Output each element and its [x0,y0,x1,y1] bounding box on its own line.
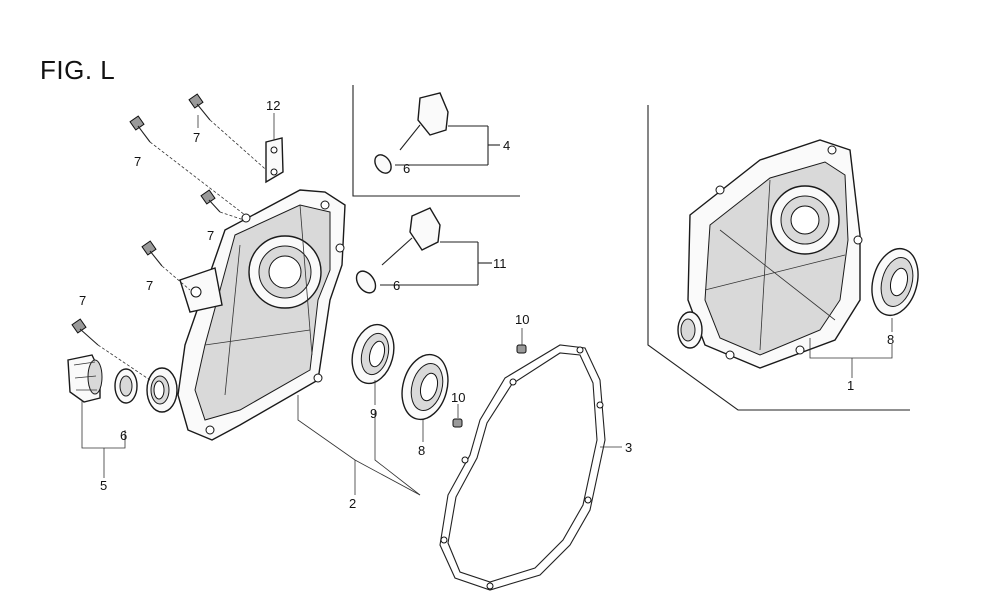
part-4-dipstick [374,92,500,174]
bolt-7-e [71,318,151,381]
callout-3: 3 [625,440,632,455]
callout-6-left: 6 [120,428,127,443]
callout-7-c: 7 [207,228,214,243]
callout-2: 2 [349,496,356,511]
bolt-7-c [200,189,245,221]
part-6-seal-left [114,368,138,404]
part-11-dipstick [355,207,492,294]
cover-collar [146,367,178,413]
leader-lines [81,113,893,496]
callout-10-a: 10 [515,312,529,327]
callout-6-top: 6 [403,161,410,176]
callout-8-mid: 8 [418,443,425,458]
callout-10-b: 10 [451,390,465,405]
part-8-bearing [401,353,449,421]
callout-7-d: 7 [146,278,153,293]
part-3-gasket [439,344,606,591]
callout-12: 12 [266,98,280,113]
bolt-7-b [188,93,273,176]
bolt-7-a [129,115,246,216]
bolt-7-d [141,240,191,291]
callout-11: 11 [493,256,507,271]
part-12-bracket [265,137,284,184]
callout-5: 5 [100,478,107,493]
part-5-cap [67,354,103,403]
callout-7-b: 7 [193,130,200,145]
part-9-seal [351,323,395,385]
part-10-dowel-a [516,344,527,354]
crankcase-cover-right [677,139,919,369]
figure-title: FIG. L [40,55,116,85]
part-10-dowel-b [452,418,463,428]
callout-7-e: 7 [79,293,86,308]
callout-9: 9 [370,406,377,421]
callout-7-a: 7 [134,154,141,169]
callout-1: 1 [847,378,854,393]
callout-6-mid: 6 [393,278,400,293]
crankcase-cover-left [177,189,346,441]
inset-frame-top [352,85,520,197]
callout-8-right: 8 [887,332,894,347]
callout-4: 4 [503,138,510,153]
inset-frame-right [647,105,910,411]
